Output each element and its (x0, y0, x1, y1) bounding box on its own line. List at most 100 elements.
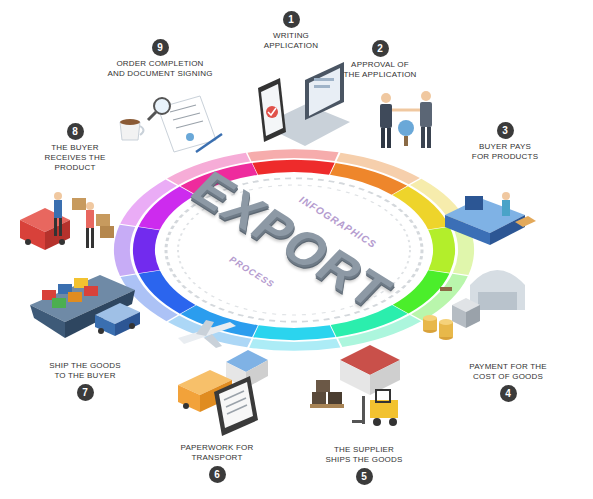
warehouse-forklift-icon (310, 345, 400, 426)
cargo-ship-icon-part (98, 328, 104, 334)
document-signing-icon-part (120, 119, 140, 125)
ring-outer-segment (83, 132, 504, 368)
payment-terminal-icon-part (445, 215, 490, 245)
payment-terminal-icon-part (465, 196, 483, 210)
payment-terminal-icon (445, 192, 536, 245)
process-step: 7 SHIP THE GOODS TO THE BUYER (47, 358, 123, 401)
callout-number: 5 (356, 468, 373, 485)
laptop-tablet-icon-part (314, 85, 330, 88)
ring-outer-segment (83, 132, 504, 368)
warehouse-coins-icon (423, 270, 525, 340)
document-signing-icon-part (186, 133, 194, 141)
step-label: PAPERWORK FOR TRANSPORT (180, 443, 254, 463)
ring-segment (110, 147, 477, 353)
step-label: THE BUYER RECEIVES THE PRODUCT (31, 143, 119, 173)
process-step: 5THE SUPPLIER SHIPS THE GOODS (323, 442, 405, 485)
ring-outer-segment (83, 132, 504, 368)
business-people-icon-part (381, 128, 385, 148)
transport-paperwork-icon-part (214, 376, 258, 436)
transport-paperwork-icon-part (224, 391, 244, 400)
step-label: PAYMENT FOR THE COST OF GOODS (467, 362, 549, 382)
process-ring (83, 132, 504, 368)
transport-paperwork-icon-part (196, 320, 214, 336)
business-people-icon (380, 91, 432, 148)
document-signing-icon-part (173, 113, 200, 120)
delivery-van-icon-part (86, 228, 89, 248)
warehouse-coins-icon-part (440, 287, 452, 291)
business-people-icon-part (404, 136, 408, 146)
ring-outer-segment (83, 132, 504, 368)
warehouse-forklift-icon-part (310, 404, 344, 408)
warehouse-coins-icon-part (423, 315, 437, 321)
delivery-van-icon-part (45, 220, 70, 250)
document-signing-icon-part (196, 134, 222, 152)
process-step: 4PAYMENT FOR THE COST OF GOODS (467, 359, 549, 402)
transport-paperwork-icon-part (183, 403, 189, 409)
laptop-tablet-icon-part (266, 106, 278, 118)
document-signing-icon-part (176, 121, 203, 128)
cargo-ship-icon-part (95, 315, 115, 336)
delivery-van-icon-part (59, 239, 65, 245)
warehouse-forklift-icon-part (312, 392, 326, 404)
ring-segment (110, 147, 477, 353)
ring-segment (110, 147, 477, 353)
cargo-ship-icon-part (30, 305, 65, 338)
payment-terminal-icon-part (502, 200, 510, 216)
transport-paperwork-icon (178, 320, 268, 436)
ring-outer-segment (83, 132, 504, 368)
document-signing-icon-part (154, 98, 170, 114)
delivery-van-icon-part (86, 202, 94, 210)
business-people-icon-part (398, 120, 414, 136)
callout-number: 2 (372, 40, 389, 57)
delivery-van-icon-part (54, 200, 62, 218)
laptop-tablet-icon (258, 62, 350, 146)
delivery-van-icon (20, 192, 114, 250)
ring-outer-segment (83, 132, 504, 368)
business-people-icon-part (392, 109, 420, 112)
delivery-van-icon-part (54, 218, 57, 236)
ring-outer-segment (83, 132, 504, 368)
ring-outer-segment (83, 132, 504, 368)
warehouse-coins-icon-part (452, 305, 466, 328)
ring-outer-segment (83, 132, 504, 368)
cargo-ship-icon-part (115, 312, 140, 336)
process-step: 6PAPERWORK FOR TRANSPORT (180, 440, 254, 483)
ring-segment (110, 147, 477, 353)
callout-number: 7 (77, 384, 94, 401)
laptop-tablet-icon-part (268, 108, 276, 115)
warehouse-coins-icon-part (439, 319, 453, 325)
ring-segment (110, 147, 477, 353)
business-people-icon-part (427, 127, 431, 148)
ring-segment (110, 147, 477, 353)
warehouse-forklift-icon-part (362, 396, 365, 424)
laptop-tablet-icon-part (314, 78, 334, 81)
document-signing-icon-part (148, 112, 156, 120)
delivery-van-icon-part (86, 210, 94, 228)
ring-segment (110, 147, 477, 353)
callout-number: 1 (283, 11, 300, 28)
warehouse-forklift-icon-part (316, 380, 330, 392)
laptop-tablet-icon-part (261, 84, 283, 136)
cargo-ship-icon-part (129, 323, 135, 329)
warehouse-forklift-icon-part (373, 418, 381, 426)
process-step: 3BUYER PAYS FOR PRODUCTS (471, 122, 539, 165)
transport-paperwork-icon-part (219, 382, 253, 428)
business-people-icon-part (421, 91, 431, 101)
delivery-van-icon-part (59, 218, 62, 236)
transport-paperwork-icon-part (226, 398, 246, 407)
callout-number: 3 (497, 122, 514, 139)
step-label: SHIP THE GOODS TO THE BUYER (47, 361, 123, 381)
business-people-icon-part (387, 128, 391, 148)
delivery-van-icon-part (91, 228, 94, 248)
step-label: APPROVAL OF THE APPLICATION (343, 60, 417, 80)
process-step: 1WRITING APPLICATION (251, 11, 331, 54)
delivery-van-icon-part (25, 239, 31, 245)
payment-terminal-icon-part (515, 216, 536, 227)
business-people-icon-part (381, 93, 391, 103)
ring-segment (110, 147, 477, 353)
warehouse-forklift-icon-part (328, 392, 342, 404)
business-people-icon-part (421, 127, 425, 148)
document-signing-icon (120, 96, 222, 152)
process-step: 8THE BUYER RECEIVES THE PRODUCT (31, 123, 119, 176)
